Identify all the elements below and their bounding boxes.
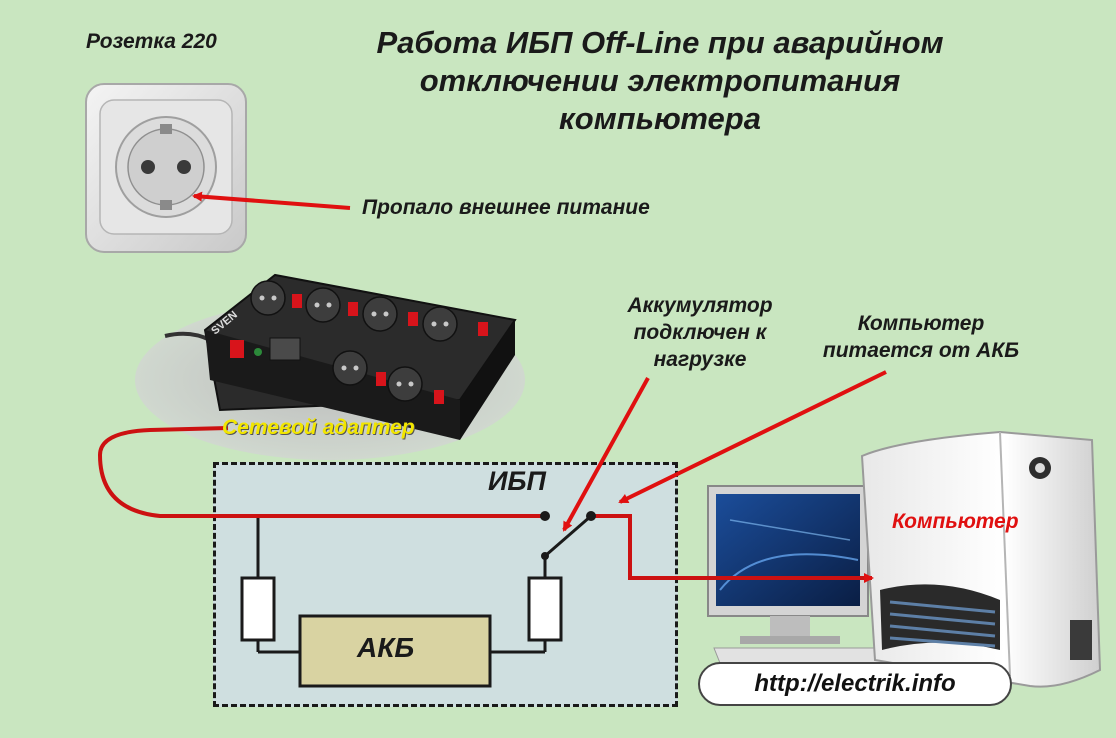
computer-label: Компьютер [892,510,1019,533]
resistor-left [240,576,276,642]
power-strip-icon: SVEN [164,273,517,440]
arrow-power-lost [192,191,351,210]
title-line-1: Работа ИБП Off-Line при аварийном [376,25,944,60]
arrow-battery-connected [562,377,650,532]
battery-connected-line-2: подключен к [633,321,767,344]
input-wire [97,426,545,518]
switch-pivot [541,552,549,560]
diagram-title: Работа ИБП Off-Line при аварийном отключ… [300,24,1020,138]
arrow-computer-powered [618,370,887,504]
battery-box [298,614,492,688]
computer-powered-line-1: Компьютер [857,312,985,335]
network-adapter-label: Сетевой адаптер [222,416,415,439]
title-line-2: отключении электропитания [419,63,901,98]
switch-contact-right [586,511,596,521]
battery-connected-label: Аккумулятор подключен к нагрузке [600,292,800,373]
source-url[interactable]: http://electrik.info [698,662,1012,706]
socket-label: Розетка 220 [86,30,217,53]
ups-label: ИБП [488,466,546,496]
resistor-right [527,576,563,642]
battery-label: АКБ [357,632,415,663]
battery-connected-line-1: Аккумулятор [627,294,773,317]
switch-contact-left [540,511,550,521]
ups-circuit [256,514,592,654]
battery-connected-line-3: нагрузке [653,348,747,371]
computer-powered-label: Компьютер питается от АКБ [806,310,1036,364]
output-wire [588,514,874,583]
power-lost-label: Пропало внешнее питание [362,196,650,219]
pc-tower-icon [860,430,1102,688]
computer-powered-line-2: питается от АКБ [822,339,1020,362]
title-line-3: компьютера [559,101,761,136]
wall-socket-icon [85,83,247,253]
